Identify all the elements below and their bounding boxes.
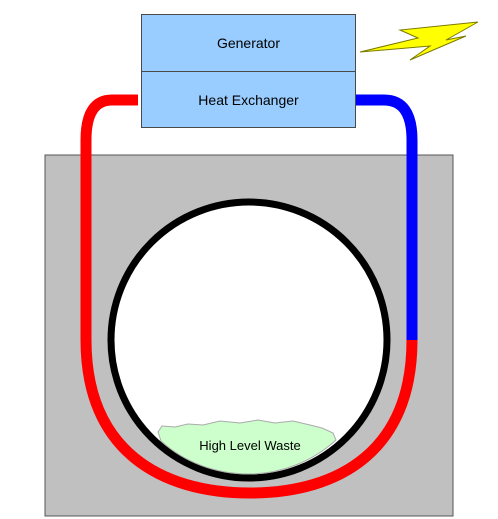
generator-box: Generator — [141, 14, 356, 72]
cold-pipe — [356, 94, 418, 340]
heat-exchanger-box: Heat Exchanger — [141, 71, 356, 128]
hot-pipe — [80, 94, 418, 499]
waste-label: High Level Waste — [199, 438, 301, 453]
waste-pile — [157, 419, 337, 475]
tunnel-circle — [107, 198, 391, 482]
lightning-bolt-icon — [359, 21, 479, 61]
generator-label: Generator — [216, 35, 281, 51]
heat-exchanger-label: Heat Exchanger — [198, 91, 299, 108]
